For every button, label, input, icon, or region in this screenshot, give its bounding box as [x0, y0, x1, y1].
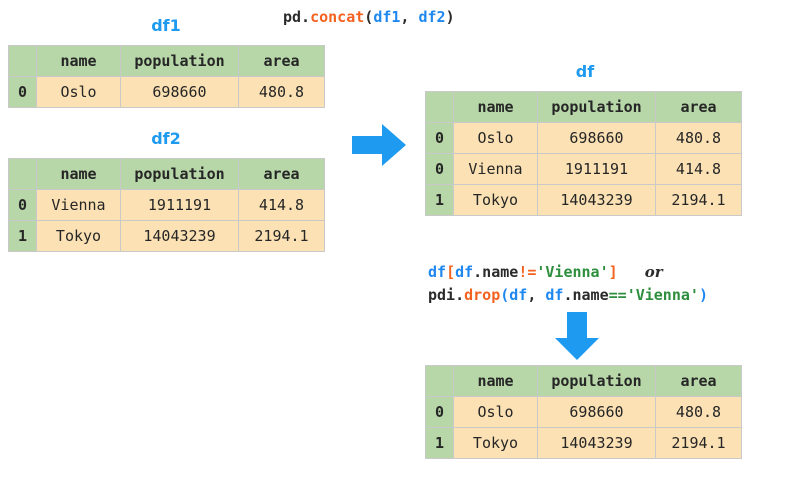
- df-row1-population: 1911191: [537, 153, 656, 185]
- df2-header-area: area: [238, 158, 325, 190]
- code-token-close-paren2: ): [698, 286, 708, 304]
- df-header-area: area: [655, 91, 742, 123]
- result-row0-area: 480.8: [655, 396, 742, 428]
- down-arrow-icon: [553, 312, 601, 366]
- result-header-corner: [425, 365, 454, 397]
- table-header-row: name population area: [8, 158, 325, 190]
- df1-header-corner: [8, 45, 37, 77]
- table-row: 0 Vienna 1911191 414.8: [8, 189, 325, 221]
- df-row0-area: 480.8: [655, 122, 742, 154]
- result-row0-population: 698660: [537, 396, 656, 428]
- table-row: 0 Oslo 698660 480.8: [8, 76, 325, 108]
- code-token-df1: df1: [373, 8, 401, 26]
- result-row1-population: 14043239: [537, 427, 656, 459]
- df2-header-population: population: [120, 158, 239, 190]
- table-row: 1 Tokyo 14043239 2194.1: [425, 427, 742, 459]
- code-token-or: or: [644, 263, 663, 281]
- code-token-concat: concat: [310, 8, 365, 26]
- df-row1-index: 0: [425, 153, 454, 185]
- df-row2-index: 1: [425, 184, 454, 216]
- code-token-close-paren: ): [445, 8, 455, 26]
- table-header-row: name population area: [425, 91, 742, 123]
- code-token-close-bracket: ]: [608, 263, 618, 281]
- df1-caption: df1: [151, 16, 181, 35]
- df2-caption: df2: [151, 129, 181, 148]
- code-token-comma: ,: [400, 8, 419, 26]
- table-row: 0 Oslo 698660 480.8: [425, 396, 742, 428]
- result-row1-name: Tokyo: [453, 427, 538, 459]
- df2-row1-name: Tokyo: [36, 220, 121, 252]
- code-token-open-paren: (: [364, 8, 374, 26]
- result-table: name population area 0 Oslo 698660 480.8…: [425, 365, 742, 459]
- df-row1-area: 414.8: [655, 153, 742, 185]
- df2-header-corner: [8, 158, 37, 190]
- result-header-area: area: [655, 365, 742, 397]
- df-table: name population area 0 Oslo 698660 480.8…: [425, 91, 742, 216]
- code-token-df-cond: df: [545, 286, 564, 304]
- df2-row1-population: 14043239: [120, 220, 239, 252]
- df1-header-name: name: [36, 45, 121, 77]
- df1-row0-population: 698660: [120, 76, 239, 108]
- code-token-open-paren2: (: [500, 286, 510, 304]
- table-row: 0 Oslo 698660 480.8: [425, 122, 742, 154]
- code-token-drop: drop: [464, 286, 501, 304]
- code-token-dot-name2: .name: [563, 286, 609, 304]
- df-row2-area: 2194.1: [655, 184, 742, 216]
- table-row: 1 Tokyo 14043239 2194.1: [8, 220, 325, 252]
- df1-row0-index: 0: [8, 76, 37, 108]
- table-row: 1 Tokyo 14043239 2194.1: [425, 184, 742, 216]
- code-token-equals-equals: ==: [608, 286, 627, 304]
- code-token-df-ref: df: [455, 263, 474, 281]
- result-row0-index: 0: [425, 396, 454, 428]
- df-header-population: population: [537, 91, 656, 123]
- concat-code-snippet: pd.concat(df1, df2): [283, 6, 455, 29]
- df2-row0-name: Vienna: [36, 189, 121, 221]
- df2-row1-area: 2194.1: [238, 220, 325, 252]
- df1-header-area: area: [238, 45, 325, 77]
- df2-row0-population: 1911191: [120, 189, 239, 221]
- code-token-vienna-string2: 'Vienna': [626, 286, 699, 304]
- result-header-name: name: [453, 365, 538, 397]
- df-header-corner: [425, 91, 454, 123]
- filter-code-snippet: df[df.name!='Vienna'] or pdi.drop(df, df…: [428, 261, 708, 307]
- df-row0-index: 0: [425, 122, 454, 154]
- df-row0-population: 698660: [537, 122, 656, 154]
- code-token-dot-name: .name: [473, 263, 519, 281]
- code-token-vienna-string: 'Vienna': [536, 263, 609, 281]
- df2-row0-index: 0: [8, 189, 37, 221]
- code-token-df-arg: df: [509, 286, 528, 304]
- table-header-row: name population area: [425, 365, 742, 397]
- code-token-df2: df2: [418, 8, 446, 26]
- code-token-comma2: ,: [527, 286, 546, 304]
- df1-header-population: population: [120, 45, 239, 77]
- df-caption: df: [575, 62, 595, 81]
- code-token-df: df: [428, 263, 447, 281]
- code-token-open-bracket: [: [446, 263, 456, 281]
- df2-table: name population area 0 Vienna 1911191 41…: [8, 158, 325, 252]
- table-row: 0 Vienna 1911191 414.8: [425, 153, 742, 185]
- df2-header-name: name: [36, 158, 121, 190]
- result-row1-area: 2194.1: [655, 427, 742, 459]
- code-token-not-equals: !=: [518, 263, 537, 281]
- df-row0-name: Oslo: [453, 122, 538, 154]
- result-row0-name: Oslo: [453, 396, 538, 428]
- code-token-pdi: pdi.: [428, 286, 465, 304]
- table-header-row: name population area: [8, 45, 325, 77]
- right-arrow-icon: [352, 122, 408, 172]
- df1-table: name population area 0 Oslo 698660 480.8: [8, 45, 325, 108]
- df-row2-name: Tokyo: [453, 184, 538, 216]
- code-token-pd: pd.: [283, 8, 311, 26]
- df1-row0-area: 480.8: [238, 76, 325, 108]
- result-row1-index: 1: [425, 427, 454, 459]
- df2-row0-area: 414.8: [238, 189, 325, 221]
- df-header-name: name: [453, 91, 538, 123]
- df-row2-population: 14043239: [537, 184, 656, 216]
- result-header-population: population: [537, 365, 656, 397]
- df-row1-name: Vienna: [453, 153, 538, 185]
- df2-row1-index: 1: [8, 220, 37, 252]
- df1-row0-name: Oslo: [36, 76, 121, 108]
